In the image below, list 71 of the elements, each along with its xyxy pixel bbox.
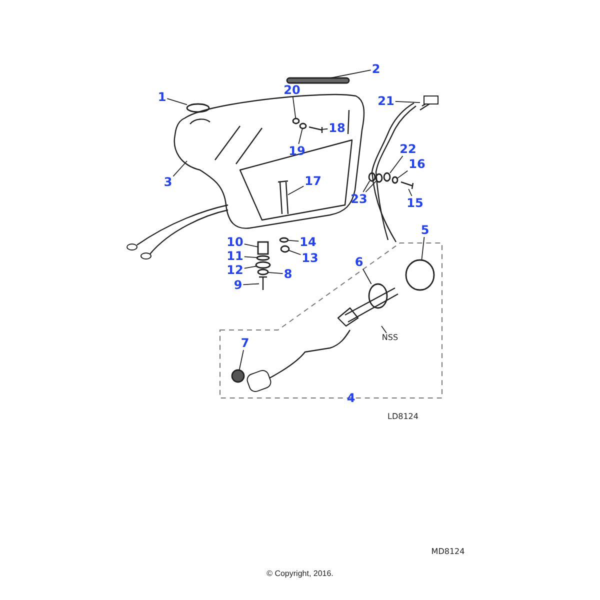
leader-line xyxy=(362,268,372,284)
drain-plug-drawing xyxy=(257,241,269,255)
callout-number: 11 xyxy=(226,250,244,262)
leader-line xyxy=(397,170,408,179)
part-label: NSS xyxy=(382,334,398,342)
washer-drawing xyxy=(256,255,270,261)
seal-ring-drawing xyxy=(186,103,210,113)
leader-line xyxy=(288,186,304,196)
seal-ring-drawing xyxy=(405,259,435,291)
fuel-tank-drawing xyxy=(174,93,367,231)
leader-line xyxy=(421,236,425,260)
washer-drawing xyxy=(392,176,398,184)
callout-number: 7 xyxy=(240,337,250,349)
leader-line xyxy=(166,98,188,106)
leader-line xyxy=(408,188,412,196)
washer-drawing xyxy=(257,268,269,276)
grommet-drawing xyxy=(375,173,383,183)
callout-number: 5 xyxy=(420,224,430,236)
callout-number: 23 xyxy=(350,193,368,205)
callout-number: 9 xyxy=(234,279,242,291)
leader-line xyxy=(244,244,258,248)
copyright-note: © Copyright, 2016. xyxy=(266,570,334,578)
drawing-code: MD8124 xyxy=(431,548,465,556)
leader-line xyxy=(390,156,404,174)
leader-line xyxy=(322,128,328,130)
callout-number: 16 xyxy=(408,158,426,170)
callout-number: 10 xyxy=(226,236,244,248)
leader-line xyxy=(238,350,244,370)
leader-line xyxy=(292,96,296,119)
leader-line xyxy=(244,256,258,258)
leader-line xyxy=(288,250,302,256)
washer-drawing xyxy=(279,237,289,243)
leader-line xyxy=(268,272,284,274)
callout-number: 14 xyxy=(300,236,316,248)
spacer-drawing xyxy=(383,172,391,182)
grommet-drawing xyxy=(368,172,376,182)
leader-line xyxy=(365,180,376,192)
callout-number: 21 xyxy=(378,95,394,107)
leader-line xyxy=(330,70,372,78)
leader-line xyxy=(362,180,370,192)
leader-line xyxy=(381,326,387,334)
leader-line xyxy=(242,283,260,286)
callout-number: 17 xyxy=(304,175,322,187)
callout-number: 22 xyxy=(400,143,416,155)
washer-drawing xyxy=(280,245,290,253)
drawing-code: LD8124 xyxy=(388,413,418,421)
callout-number: 15 xyxy=(406,197,424,209)
callout-number: 2 xyxy=(372,63,380,75)
callout-number: 4 xyxy=(346,392,356,404)
wiring-harness-drawing xyxy=(419,96,438,111)
leader-line xyxy=(172,160,188,177)
callout-number: 8 xyxy=(284,268,292,280)
bolt-drawing xyxy=(400,181,414,190)
lock-ring-drawing xyxy=(231,369,245,383)
foam-strip-drawing xyxy=(286,77,350,84)
callout-number: 3 xyxy=(164,176,172,188)
callout-number: 18 xyxy=(328,122,346,134)
callout-number: 19 xyxy=(288,145,306,157)
leader-line xyxy=(394,100,420,104)
leader-line xyxy=(244,266,256,269)
bolt-drawing xyxy=(258,276,268,291)
callout-number: 6 xyxy=(354,256,364,268)
leader-line xyxy=(288,240,300,242)
seal-ring-drawing xyxy=(368,283,388,309)
callout-number: 20 xyxy=(284,84,300,96)
callout-number: 13 xyxy=(302,252,318,264)
fuel-sender-drawing xyxy=(337,287,399,327)
callout-number: 12 xyxy=(226,264,244,276)
leader-line xyxy=(298,128,303,144)
callout-number: 1 xyxy=(158,91,166,103)
sealing-washer-drawing xyxy=(255,261,271,269)
